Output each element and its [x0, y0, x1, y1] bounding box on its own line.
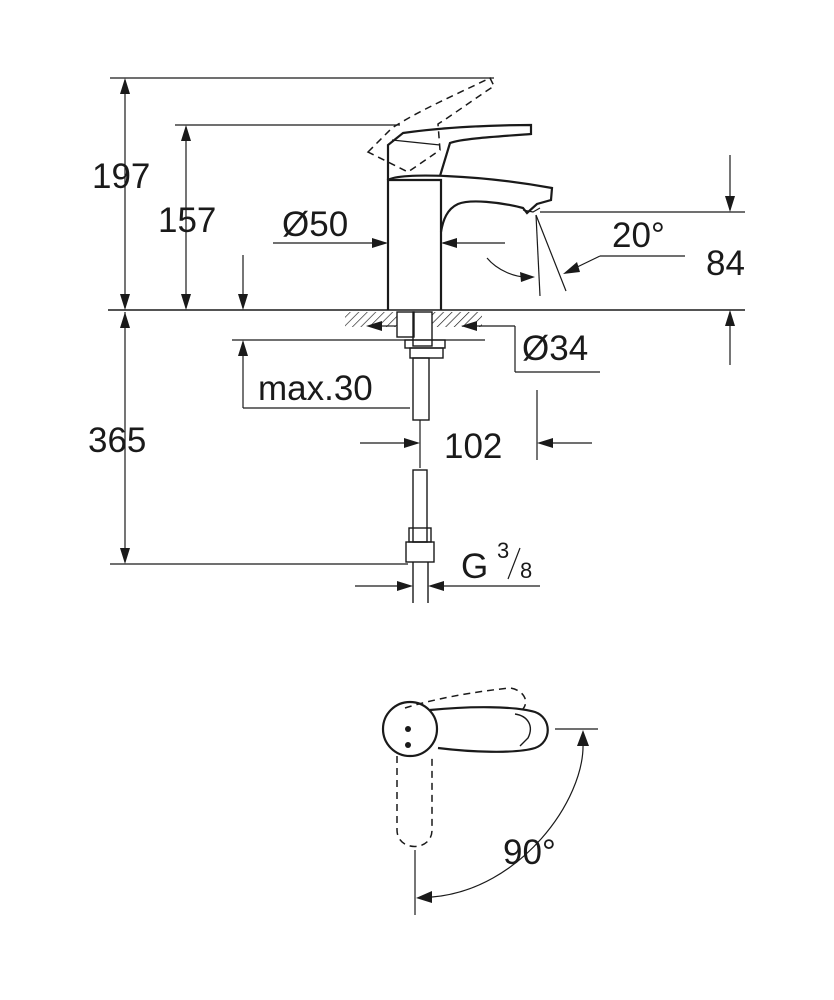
lever-top-dashed-upper [404, 687, 527, 711]
dim-o50-label: Ø50 [282, 205, 348, 244]
dim-365-arrow-top [120, 312, 130, 328]
dim-deck-tick-arrow [238, 294, 248, 310]
mount-washer-2 [409, 347, 444, 359]
angle-ref-vertical [535, 214, 541, 297]
dim-o34-arrow-left [366, 321, 382, 331]
lever-top-dashed-lower [396, 756, 433, 848]
angle-90-arrow-top [577, 730, 589, 746]
angle-90-arrow-bottom [416, 891, 432, 903]
dim-g38-slash [507, 547, 521, 580]
faucet-side-view: 197 157 Ø50 20° 84 [88, 77, 745, 603]
spout-aerator [522, 207, 541, 213]
hose-nut [405, 541, 435, 563]
dim-365-label: 365 [88, 421, 146, 460]
deck-hatch-left [345, 312, 397, 327]
braided-hose [412, 357, 430, 421]
dim-o34-arrow [461, 321, 477, 331]
faucet-body [386, 178, 443, 310]
dim-84-label: 84 [706, 244, 745, 283]
deck-hatch-right [432, 312, 482, 327]
dim-157-arrow-bottom [181, 294, 191, 310]
top-indicator-dot-2 [405, 742, 411, 748]
dim-g38-arrow-right [428, 581, 444, 591]
angle-20-arrow-right [563, 262, 580, 274]
mount-rod [412, 311, 433, 347]
mount-washer [404, 339, 446, 349]
angle-20-arrow-left [520, 272, 535, 282]
dim-365-arrow-bottom [120, 548, 130, 564]
dim-84-arrow-bottom [725, 310, 735, 326]
faucet-spout [387, 174, 554, 233]
hose-connector [412, 469, 428, 543]
angle-90-arc [431, 742, 584, 898]
dim-157-arrow-top [181, 125, 191, 141]
dim-102-arrow-left [404, 438, 420, 448]
dim-197-arrow-bottom [120, 294, 130, 310]
faucet-top-view: 90° [381, 687, 598, 915]
top-body-circle [381, 700, 439, 758]
lever-top-solid [429, 706, 549, 753]
angle-90-label: 90° [503, 833, 556, 872]
dim-max30-label: max.30 [258, 369, 373, 408]
dim-o50-arrow-right [441, 238, 457, 248]
dim-g38-prefix: G [461, 547, 488, 586]
dim-197-label: 197 [92, 157, 150, 196]
angle-ref-spout [535, 214, 567, 292]
dim-g38-numerator: 3 [497, 538, 509, 563]
dim-197-arrow-top [120, 78, 130, 94]
top-indicator-dot [405, 726, 411, 732]
dim-157-label: 157 [158, 201, 216, 240]
dim-max30-arrow [238, 340, 248, 356]
mount-nut [396, 311, 415, 338]
dim-102-arrow-right [537, 438, 553, 448]
lever-open-position [366, 77, 495, 173]
lever-base-line [391, 139, 441, 146]
dim-o50-arrow-left [372, 238, 388, 248]
faucet-lever [386, 123, 533, 180]
dim-g38-denominator: 8 [520, 558, 532, 583]
dim-g38-arrow-left [397, 581, 413, 591]
hose-nut-2 [408, 527, 432, 543]
dim-102-label: 102 [444, 427, 502, 466]
angle-20-label: 20° [612, 216, 665, 255]
dim-84-arrow-top [725, 196, 735, 212]
lever-top-inner [514, 713, 532, 747]
dim-o34-label: Ø34 [522, 329, 588, 368]
